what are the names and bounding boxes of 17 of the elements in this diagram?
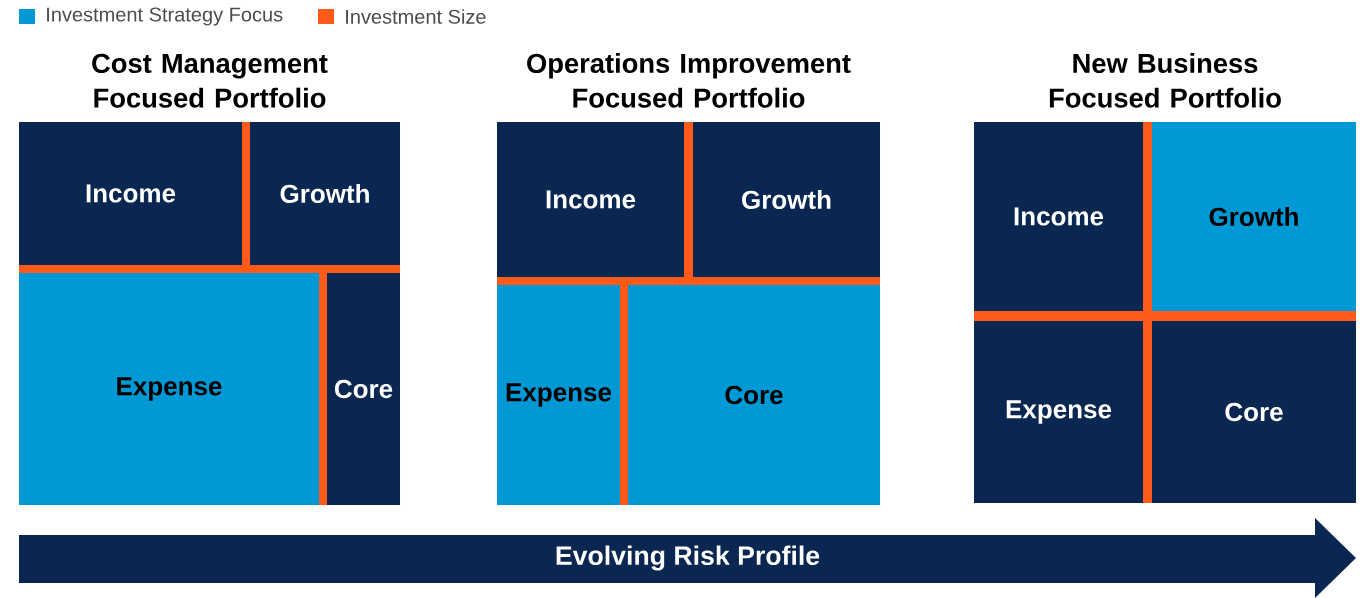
portfolio-cell: Income — [19, 122, 242, 265]
legend-label: Investment Size — [346, 9, 486, 24]
portfolio-cell: Expense — [974, 321, 1143, 503]
portfolio-cell: Growth — [693, 122, 880, 277]
portfolio-cell: Growth — [250, 122, 400, 265]
portfolio-cell: Core — [327, 273, 400, 505]
portfolio-cell: Income — [974, 122, 1143, 311]
portfolio-cell: Core — [1152, 321, 1356, 503]
node-label: Cost Management Focused Portfolio — [92, 53, 328, 108]
portfolio-cell: Core — [628, 285, 880, 505]
portfolio-cell: Income — [497, 122, 684, 277]
legend-label: Investment Strategy Focus — [47, 7, 283, 26]
portfolio-cell: Expense — [497, 285, 620, 505]
portfolio-cell: Expense — [19, 273, 319, 505]
node-label: New Business Focused Portfolio — [1049, 52, 1281, 108]
node-label: Operations Improvement Focused Portfolio — [527, 52, 851, 108]
portfolio-cell: Growth — [1152, 122, 1356, 311]
